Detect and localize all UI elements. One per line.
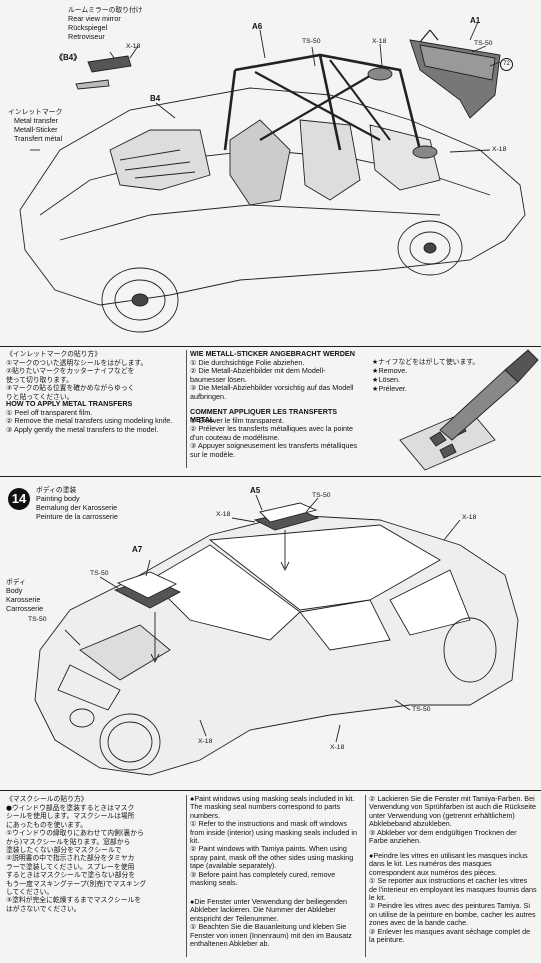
masking-de-text: ●Die Fenster unter Verwendung der beilie…	[190, 897, 352, 949]
a7-part-label: A7	[132, 545, 143, 554]
inlet-fr: Transfert métal	[14, 134, 63, 143]
ts50-a1-label: TS-50	[474, 40, 493, 47]
x18-roof-label: X-18	[462, 514, 477, 521]
column-divider-2	[186, 795, 187, 957]
mirror-caption-fr: Retroviseur	[68, 32, 105, 41]
step14-title-de: Bemalung der Karosserie	[36, 503, 118, 512]
x18-right-label: X-18	[492, 146, 507, 153]
transfer-fr-title: COMMENT APPLIQUER LES TRANSFERTS METAL	[190, 407, 338, 425]
transfer-de-title: WIE METALL-STICKER ANGEBRACHT WERDEN	[190, 349, 355, 358]
transfer-jp-steps: ①マークのついた透明なシールをはがします。 ②貼りたいマークをカッターナイフなど…	[6, 359, 148, 401]
step14-title-jp: ボディの塗装	[36, 486, 77, 494]
ts50-rear-label: TS-50	[412, 706, 431, 713]
ts50-body-label: TS-50	[28, 616, 47, 623]
knife-en: ★Remove.	[372, 366, 408, 375]
ts50-a5-label: TS-50	[312, 492, 331, 499]
mirror-caption-jp: ルームミラーの取り付け	[68, 6, 143, 14]
knife-fr: ★Prélever.	[372, 384, 407, 393]
transfer-en-title: HOW TO APPLY METAL TRANSFERS	[6, 399, 133, 408]
x18-bottom-label: X-18	[330, 744, 345, 751]
knife-de: ★Lösen.	[372, 375, 401, 384]
masking-de2-text: ② Lackieren Sie die Fenster mit Tamiya-F…	[369, 794, 537, 846]
section-divider-1	[0, 346, 541, 347]
knife-jp: ★ナイフなどをはがして使います。	[372, 358, 480, 366]
x18-mirror-label: X-18	[126, 43, 141, 50]
step14-title-en: Painting body	[36, 494, 80, 503]
a1-part-label: A1	[470, 16, 481, 25]
interior-assembly-drawing	[19, 21, 526, 333]
transfer-en-steps: ① Peel off transparent film. ② Remove th…	[6, 408, 173, 434]
body-label-en: Body	[6, 586, 23, 595]
b4-part-label: 《B4》	[55, 53, 82, 62]
body-label-de: Karosserie	[6, 595, 41, 604]
masking-jp-title: 《マスクシールの貼り方》	[6, 795, 88, 803]
x18-front-label: X-18	[198, 738, 213, 745]
inlet-jp: インレットマーク	[8, 108, 63, 116]
step-14-badge: 14	[8, 488, 30, 510]
body-label-jp: ボディ	[6, 578, 26, 586]
transfer-fr-steps: ① Enlever le film transparent. ② Préleve…	[190, 416, 358, 459]
section-divider-3	[0, 790, 541, 791]
column-divider-1	[186, 350, 187, 468]
mirror-caption-de: Rückspiegel	[68, 23, 108, 32]
column-divider-3	[365, 795, 366, 957]
inlet-en: Metal transfer	[14, 116, 58, 125]
step14-title-fr: Peinture de la carrosserie	[36, 512, 118, 521]
b4-mirror-label: B4	[150, 94, 161, 103]
a6-part-label: A6	[252, 22, 263, 31]
masking-en-text: ●Paint windows using masking seals inclu…	[190, 794, 357, 888]
masking-fr-text: ●Peindre les vitres en utilisant les mas…	[369, 851, 537, 945]
masking-jp-text: ●ウインドウ部品を塗装するときはマスク シールを使用します。マスクシールは場所 …	[6, 804, 147, 913]
ts50-top-label: TS-50	[302, 38, 321, 45]
x18-a5-label: X-18	[216, 511, 231, 518]
transfer-de-steps: ① Die durchsichtige Folie abziehen. ② Di…	[190, 358, 354, 401]
x18-top-label: X-18	[372, 38, 387, 45]
inlet-de: Metall-Sticker	[14, 125, 58, 134]
a5-part-label: A5	[250, 486, 261, 495]
body-label-fr: Carrosserie	[6, 604, 44, 613]
paint-72-badge: 72	[500, 58, 513, 71]
transfer-jp-title: 《インレットマークの貼り方》	[6, 350, 102, 358]
section-divider-2	[0, 476, 541, 477]
mirror-caption-en: Rear view mirror	[68, 14, 121, 23]
ts50-a7-label: TS-50	[90, 570, 109, 577]
